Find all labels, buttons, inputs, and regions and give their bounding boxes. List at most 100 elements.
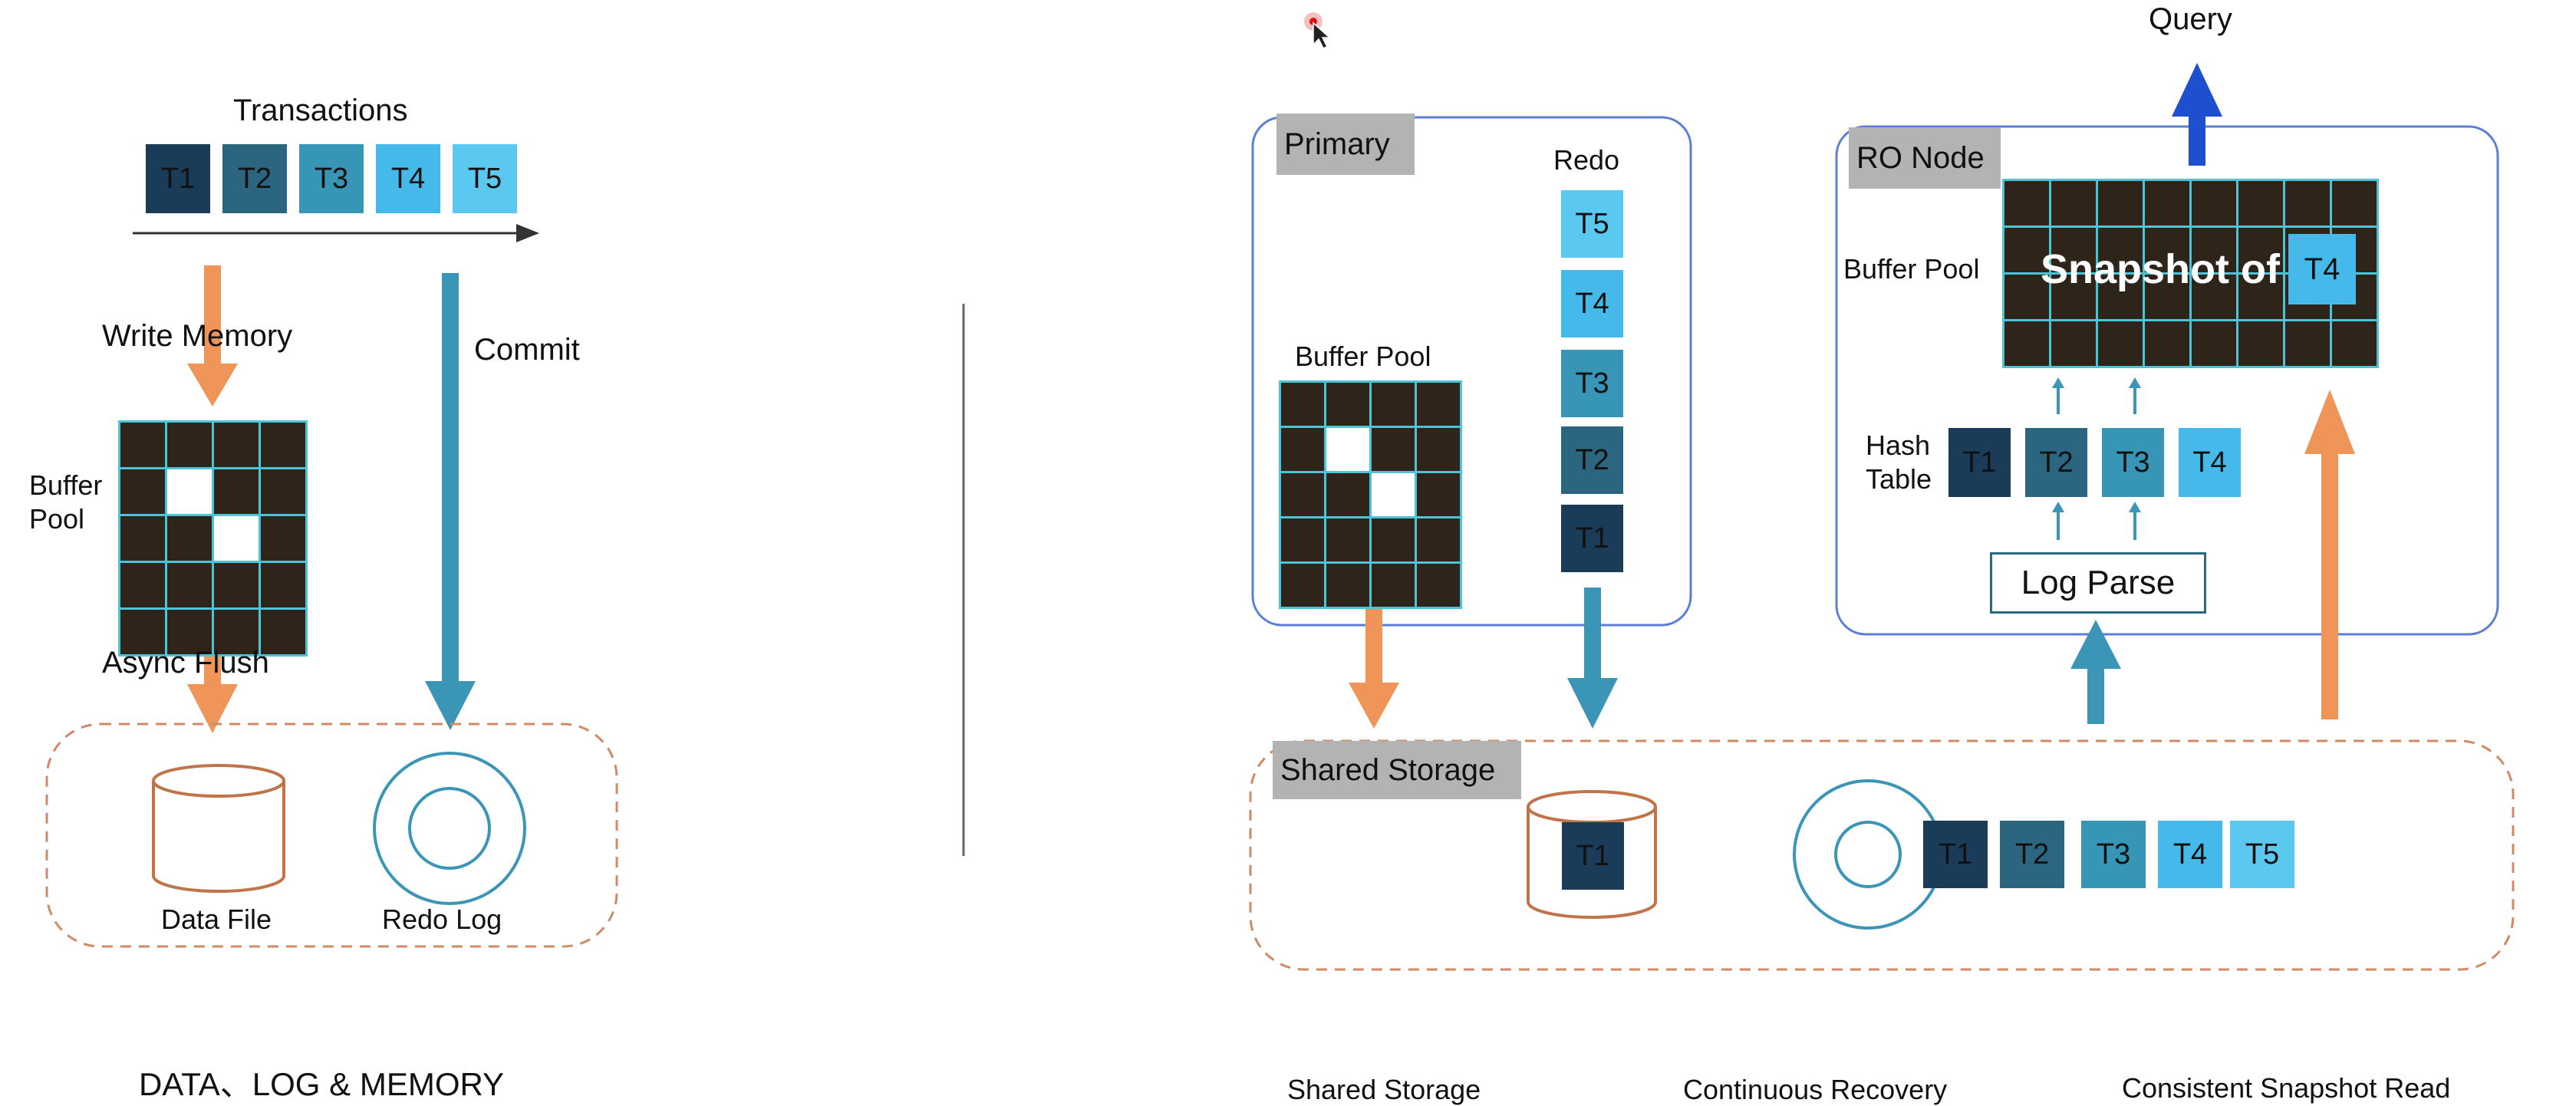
tx-block-t3: T3 xyxy=(299,144,364,213)
grid-cell xyxy=(2098,228,2143,272)
grid-cell xyxy=(2051,228,2096,272)
grid-cell xyxy=(2098,321,2143,366)
hash-table-label-line2: Table xyxy=(1866,463,1932,495)
redo-stack-t1: T1 xyxy=(1561,505,1623,572)
commit-label: Commit xyxy=(474,333,580,367)
grid-cell xyxy=(120,610,165,654)
primary-buffer-pool-grid xyxy=(1279,380,1462,609)
hash-to-buffer-arrows xyxy=(2052,377,2141,414)
grid-cell xyxy=(2192,321,2236,366)
ro-node-title: RO Node xyxy=(1849,127,2001,189)
grid-cell xyxy=(214,423,259,467)
grid-cell xyxy=(2145,321,2189,366)
write-memory-arrow xyxy=(187,265,238,407)
grid-cell xyxy=(2192,181,2236,225)
grid-cell xyxy=(1372,383,1415,426)
grid-cell xyxy=(214,516,259,561)
caption-shared-storage: Shared Storage xyxy=(1287,1074,1481,1105)
transactions-label: Transactions xyxy=(233,94,408,127)
left-storage-region xyxy=(45,723,618,948)
grid-cell xyxy=(214,469,259,514)
grid-cell xyxy=(2192,228,2236,272)
grid-cell xyxy=(214,563,259,607)
shared-storage-region xyxy=(1249,739,2515,971)
log-read-arrow xyxy=(2070,620,2121,724)
grid-cell xyxy=(1281,428,1324,471)
hash-item-t3: T3 xyxy=(2102,428,2164,497)
redo-log-ring xyxy=(373,752,526,905)
grid-cell xyxy=(2332,321,2377,366)
tx-block-t4: T4 xyxy=(376,144,440,213)
grid-cell xyxy=(1326,383,1369,426)
data-file-cylinder xyxy=(152,764,285,893)
storage-log-t3: T3 xyxy=(2081,821,2146,888)
log-parse-box: Log Parse xyxy=(1990,552,2206,614)
redo-stack-t4: T4 xyxy=(1561,270,1623,337)
grid-cell xyxy=(1417,473,1460,516)
grid-cell xyxy=(2285,181,2330,225)
tx-block-t2: T2 xyxy=(222,144,287,213)
grid-cell xyxy=(1417,428,1460,471)
caption-continuous-recovery: Continuous Recovery xyxy=(1683,1074,1948,1105)
storage-log-t2: T2 xyxy=(2000,821,2064,888)
grid-cell xyxy=(1326,564,1369,607)
grid-cell xyxy=(1372,564,1415,607)
parse-to-hash-arrows xyxy=(2052,502,2141,540)
query-label: Query xyxy=(2149,2,2232,36)
caption-consistent-snapshot-read: Consistent Snapshot Read xyxy=(2122,1072,2451,1104)
storage-cylinder-t1: T1 xyxy=(1562,822,1624,890)
shared-storage-cylinder xyxy=(1527,790,1657,919)
grid-cell xyxy=(2145,181,2189,225)
data-file-label: Data File xyxy=(161,904,272,935)
grid-cell xyxy=(214,610,259,654)
grid-cell xyxy=(120,516,165,561)
ro-buffer-pool-grid xyxy=(2002,179,2379,368)
redo-stack-t2: T2 xyxy=(1561,426,1623,494)
grid-cell xyxy=(2192,275,2236,319)
grid-cell xyxy=(120,563,165,607)
grid-cell xyxy=(1281,383,1324,426)
primary-title: Primary xyxy=(1276,114,1415,175)
storage-log-t5: T5 xyxy=(2230,821,2294,888)
hash-table-label-line1: Hash xyxy=(1866,430,1931,461)
primary-redo-arrow xyxy=(1567,588,1618,729)
grid-cell xyxy=(2145,275,2189,319)
redo-stack-t5: T5 xyxy=(1561,190,1623,258)
grid-cell xyxy=(167,563,212,607)
write-memory-label: Write Memory xyxy=(102,319,293,353)
grid-cell xyxy=(1417,518,1460,561)
grid-cell xyxy=(1281,564,1324,607)
left-buffer-pool-grid xyxy=(118,420,308,657)
grid-cell xyxy=(2145,228,2189,272)
snapshot-text: Snapshot of xyxy=(2041,246,2280,292)
grid-cell xyxy=(2004,228,2049,272)
hash-item-t1: T1 xyxy=(1948,428,2011,497)
snapshot-tag-t4: T4 xyxy=(2288,234,2356,304)
primary-buffer-pool-label: Buffer Pool xyxy=(1295,341,1431,372)
hash-item-t4: T4 xyxy=(2179,428,2241,497)
grid-cell xyxy=(1326,473,1369,516)
grid-cell xyxy=(167,423,212,467)
grid-cell xyxy=(261,516,305,561)
grid-cell xyxy=(1417,383,1460,426)
storage-log-t1: T1 xyxy=(1923,821,1988,888)
mouse-cursor xyxy=(1304,12,1331,49)
grid-cell xyxy=(2238,275,2283,319)
grid-cell xyxy=(2051,321,2096,366)
grid-cell xyxy=(1326,518,1369,561)
grid-cell xyxy=(120,469,165,514)
grid-cell xyxy=(2285,321,2330,366)
commit-arrow xyxy=(425,273,476,730)
hash-item-t2: T2 xyxy=(2025,428,2087,497)
left-buffer-label-line2: Pool xyxy=(29,503,85,535)
storage-log-t4: T4 xyxy=(2158,821,2222,888)
grid-cell xyxy=(1281,518,1324,561)
async-flush-label: Async Flush xyxy=(102,646,269,680)
grid-cell xyxy=(2051,181,2096,225)
grid-cell xyxy=(2238,228,2283,272)
grid-cell xyxy=(261,469,305,514)
shared-storage-title: Shared Storage xyxy=(1273,741,1521,799)
grid-cell xyxy=(2098,181,2143,225)
primary-node-border xyxy=(1251,116,1692,627)
